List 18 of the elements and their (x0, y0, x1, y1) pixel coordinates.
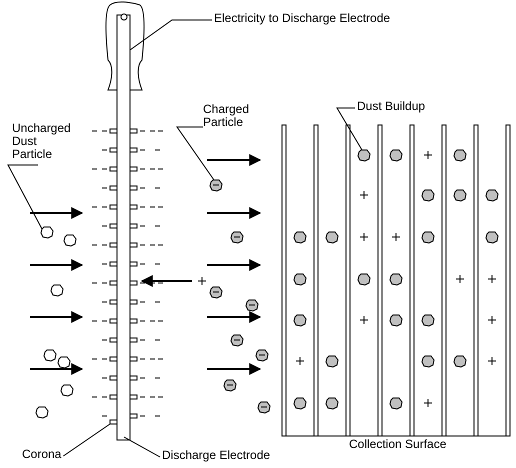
leader-line (124, 436, 160, 458)
leader-line (176, 126, 214, 180)
callout-label: Electricity to Discharge Electrode (214, 12, 390, 25)
corona-mark (110, 420, 118, 424)
callout-label: Corona (22, 448, 62, 461)
callout-label: Charged Particle (203, 103, 258, 129)
collected-dust-particle (357, 150, 371, 162)
leader-line (336, 108, 362, 150)
callout-label: Discharge Electrode (162, 449, 270, 462)
callout-label: Dust Buildup (357, 100, 426, 113)
discharge-electrode-rod (116, 14, 130, 440)
part-label: Collection Surface (349, 438, 446, 451)
callout-label: Uncharged Dust Particle (12, 122, 78, 161)
charged-particle (209, 180, 223, 192)
leader-line (62, 424, 110, 456)
leader-line (130, 20, 212, 50)
uncharged-dust-particle (40, 226, 54, 239)
leader-line (7, 164, 42, 230)
